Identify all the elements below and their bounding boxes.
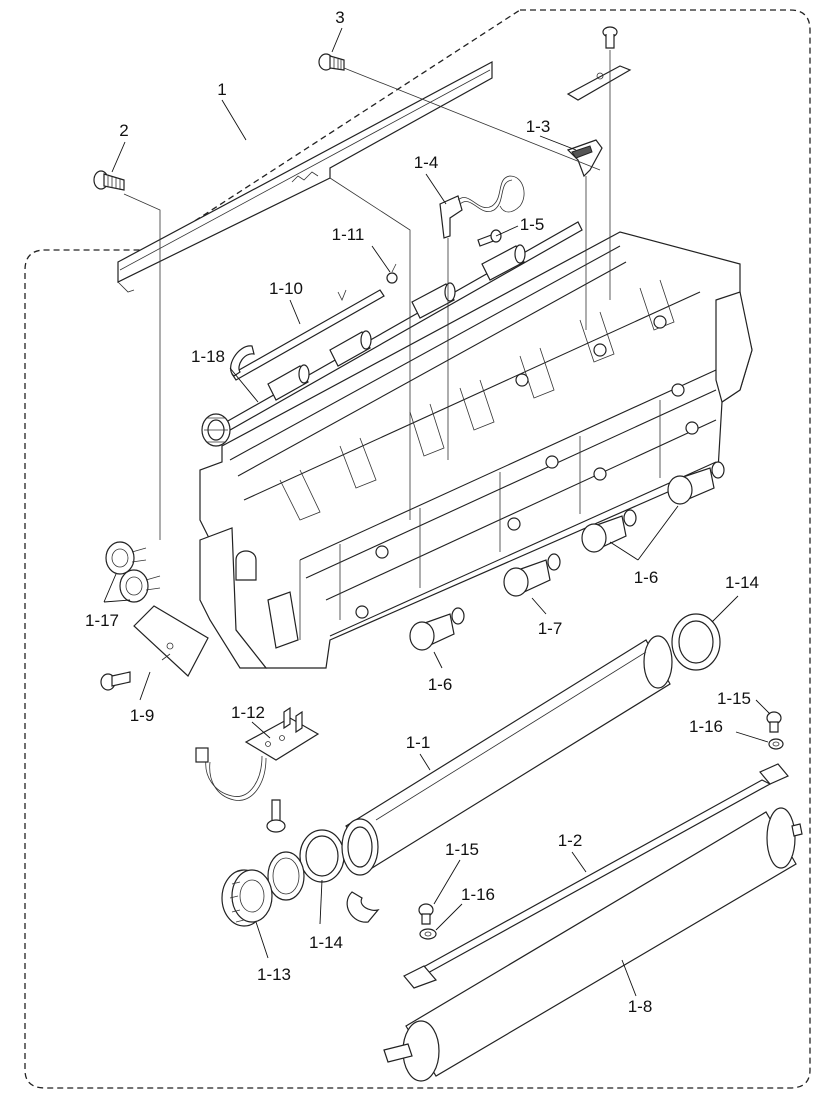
- part-1-3-actuator: [566, 139, 603, 178]
- callout-1-7: 1-7: [538, 619, 563, 638]
- part-1-1-heat-roller: [341, 635, 673, 876]
- part-1-2-bracket: [403, 763, 789, 989]
- callout-1-5: 1-5: [520, 215, 545, 234]
- leader-lines: [103, 27, 771, 997]
- callout-1-8: 1-8: [628, 997, 653, 1016]
- roller-sleeve: [267, 364, 310, 401]
- callout-3: 3: [335, 8, 344, 27]
- fuser-frame: [199, 231, 753, 669]
- roller-sleeve: [481, 244, 526, 281]
- callout-1-3: 1-3: [526, 117, 551, 136]
- part-1-4-sensor-harness: [439, 175, 525, 239]
- part-1-8-pressure-roller: [383, 807, 803, 1082]
- part-1-14-bearing-ring: [671, 613, 721, 671]
- part-1-12-sensor-board: [195, 706, 320, 801]
- part-1-16-washer: [768, 738, 784, 750]
- part-1-15-screw: [418, 903, 434, 925]
- roller-sleeve: [329, 330, 372, 367]
- callout-1-13: 1-13: [257, 965, 291, 984]
- part-1-9-bracket-plate: [133, 605, 209, 677]
- callout-1-11: 1-11: [332, 225, 365, 244]
- part-1-10-lever: [230, 289, 385, 381]
- callout-1-12: 1-12: [231, 703, 265, 722]
- callout-1-17: 1-17: [85, 611, 119, 630]
- callout-1-15b: 1-15: [445, 840, 479, 859]
- part-c-clip: [346, 891, 380, 923]
- callout-1-10: 1-10: [269, 279, 303, 298]
- callout-1: 1: [217, 80, 226, 99]
- part-1-16-washer: [419, 928, 437, 940]
- part-2-screw: [93, 170, 125, 191]
- callout-1-6a: 1-6: [634, 568, 659, 587]
- part-1-7-bushing: [503, 553, 561, 597]
- callout-labels: 3 1 2 1-3 1-4 1-5 1-11 1-10 1-18 1-17 1-…: [85, 8, 759, 1016]
- part-1-11-screw: [386, 263, 398, 284]
- part-1-14-bearing-ring: [299, 829, 345, 883]
- callout-1-2: 1-2: [558, 831, 583, 850]
- screw: [266, 799, 286, 833]
- callout-1-1: 1-1: [406, 733, 431, 752]
- part-ring: [267, 851, 305, 901]
- roller-sleeve: [411, 282, 456, 319]
- part-1-5-screw: [477, 229, 502, 247]
- callout-1-16a: 1-16: [689, 717, 723, 736]
- callout-1-18: 1-18: [191, 347, 225, 366]
- callout-1-15a: 1-15: [717, 689, 751, 708]
- callout-2: 2: [119, 121, 128, 140]
- part-1-6-bushing: [667, 461, 725, 505]
- part-1-6-bushing: [581, 509, 637, 553]
- part-1-18-roller-shaft: [201, 221, 583, 447]
- part-3-screw: [318, 53, 345, 71]
- part-1-17-gear: [119, 569, 161, 603]
- callout-1-14b: 1-14: [309, 933, 343, 952]
- screw: [100, 671, 131, 691]
- part-top-screw-bracket: [566, 26, 632, 101]
- callout-1-4: 1-4: [414, 153, 439, 172]
- part-1-6-bushing: [409, 607, 465, 651]
- callout-1-14a: 1-14: [725, 573, 759, 592]
- part-1-13-gear: [221, 869, 273, 927]
- assembly-boundary: [24, 9, 811, 1089]
- callout-1-6b: 1-6: [428, 675, 453, 694]
- callout-1-9: 1-9: [130, 706, 155, 725]
- callout-1-16b: 1-16: [461, 885, 495, 904]
- part-1-cover-plate: [117, 60, 493, 293]
- part-1-15-screw: [766, 711, 782, 733]
- part-1-17-gear: [105, 541, 147, 575]
- shaft-gear: [201, 413, 231, 447]
